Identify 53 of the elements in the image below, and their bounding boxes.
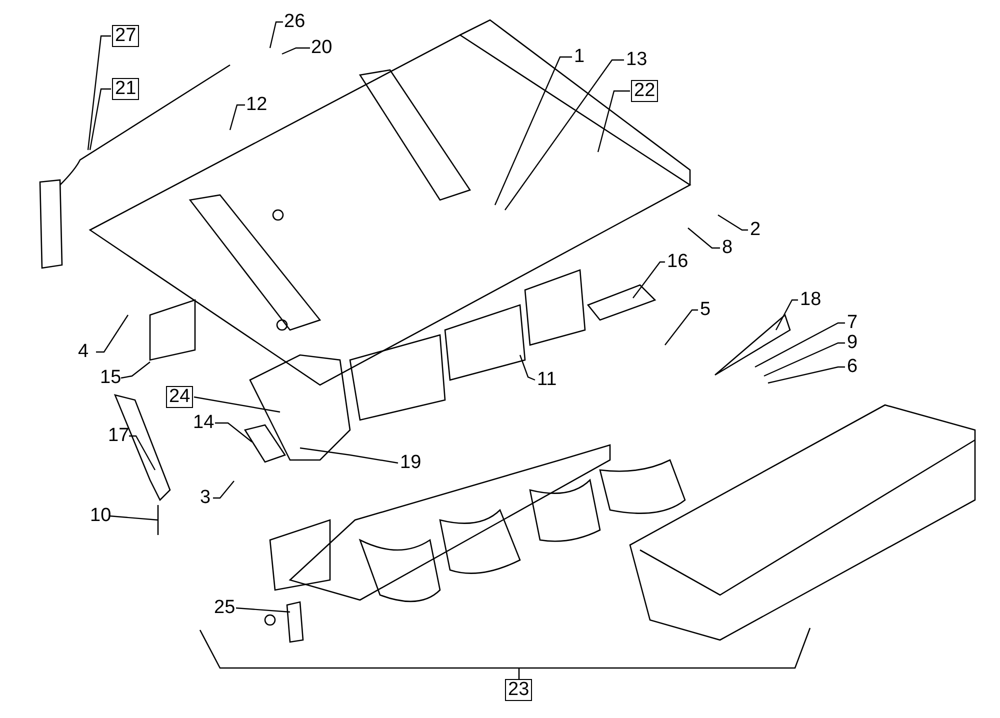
- callout-number: 7: [847, 313, 858, 333]
- leader-line: [89, 88, 111, 150]
- leader-line: [754, 322, 845, 368]
- leader-line: [519, 354, 536, 381]
- leader-line: [718, 214, 748, 231]
- callout-number: 8: [722, 238, 733, 258]
- leader-line: [215, 422, 252, 442]
- boxed-callout-number: 27: [112, 25, 140, 47]
- callout-number: 14: [193, 413, 214, 433]
- leader-line: [632, 261, 665, 298]
- callout-number: 18: [800, 290, 822, 310]
- leader-line: [120, 362, 150, 379]
- leader-line: [129, 435, 156, 470]
- leader-line: [494, 56, 572, 206]
- callout-number: 6: [847, 357, 858, 377]
- leader-line: [300, 447, 398, 464]
- leader-line: [96, 314, 128, 353]
- leader-line: [110, 515, 158, 521]
- leader-line: [504, 59, 624, 210]
- leader-line: [213, 480, 234, 499]
- callout-number: 11: [537, 370, 557, 390]
- callout-number: 1: [574, 47, 585, 67]
- callout-number: 9: [847, 333, 858, 353]
- leader-line: [269, 21, 283, 48]
- callout-number: 5: [700, 300, 711, 320]
- boxed-callout-number: 24: [166, 386, 194, 408]
- callout-number: 2: [750, 220, 761, 240]
- leader-line: [229, 104, 245, 130]
- callout-number: 15: [100, 368, 122, 388]
- leader-line: [768, 366, 845, 384]
- leader-line: [282, 47, 310, 55]
- callout-number: 19: [400, 453, 422, 473]
- leader-line: [236, 607, 290, 613]
- callout-number: 26: [284, 12, 306, 32]
- leader-line: [764, 342, 845, 377]
- leader-line: [775, 299, 798, 330]
- boxed-callout-number: 21: [112, 78, 140, 100]
- leader-line: [597, 90, 630, 152]
- callout-number: 4: [78, 342, 89, 362]
- leader-line: [194, 396, 280, 413]
- boxed-callout-number: 22: [631, 80, 658, 102]
- callout-number: 17: [108, 426, 130, 446]
- leader-line: [87, 35, 111, 150]
- callout-number: 13: [626, 50, 648, 70]
- callout-number: 25: [214, 598, 236, 618]
- boxed-callout-number: 23: [505, 679, 532, 701]
- callout-number: 16: [667, 252, 688, 272]
- callout-number: 12: [246, 95, 268, 115]
- leader-line: [664, 309, 698, 346]
- callout-number: 20: [311, 38, 332, 58]
- callout-number: 10: [90, 506, 112, 526]
- leader-line: [688, 228, 720, 249]
- callout-number: 3: [200, 488, 211, 508]
